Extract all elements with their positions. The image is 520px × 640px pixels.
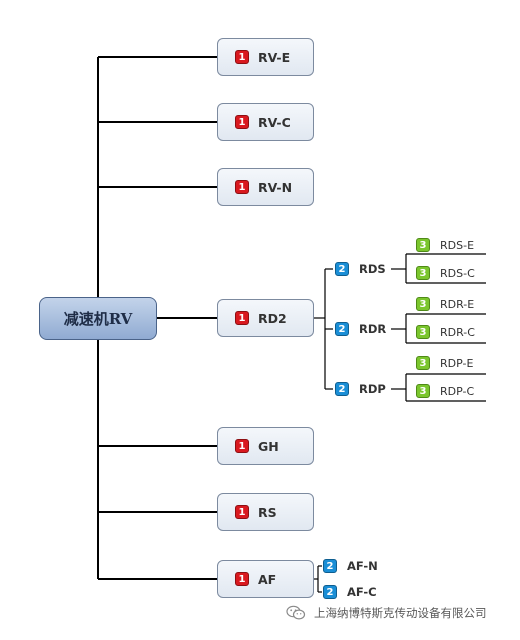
priority-1-icon: 1 xyxy=(235,572,249,586)
subtopic-af-c[interactable]: 2 AF-C xyxy=(323,582,377,602)
root-label: 减速机RV xyxy=(63,310,133,328)
priority-2-icon: 2 xyxy=(335,322,349,336)
topic-rv-e[interactable]: 1 RV-E xyxy=(217,38,314,76)
topic-label: GH xyxy=(258,438,279,454)
root-node[interactable]: 减速机RV xyxy=(39,297,157,340)
priority-3-icon: 3 xyxy=(416,266,430,280)
subtopic-label: RDP xyxy=(359,382,386,396)
leaf-label: RDS-E xyxy=(440,238,475,252)
priority-2-icon: 2 xyxy=(323,585,337,599)
topic-rv-n[interactable]: 1 RV-N xyxy=(217,168,314,206)
subtopic-rdp[interactable]: 2 RDP xyxy=(335,379,386,399)
priority-1-icon: 1 xyxy=(235,50,249,64)
topic-label: RV-C xyxy=(258,114,291,130)
leaf-rdp-c[interactable]: 3 RDP-C xyxy=(416,382,474,400)
priority-2-icon: 2 xyxy=(323,559,337,573)
subtopic-label: RDS xyxy=(359,262,386,276)
topic-rv-c[interactable]: 1 RV-C xyxy=(217,103,314,141)
leaf-rds-e[interactable]: 3 RDS-E xyxy=(416,236,474,254)
priority-2-icon: 2 xyxy=(335,382,349,396)
leaf-rds-c[interactable]: 3 RDS-C xyxy=(416,264,475,282)
topic-label: AF xyxy=(258,571,277,587)
wechat-icon xyxy=(286,605,306,620)
subtopic-rds[interactable]: 2 RDS xyxy=(335,259,386,279)
subtopic-af-n[interactable]: 2 AF-N xyxy=(323,556,378,576)
priority-1-icon: 1 xyxy=(235,311,249,325)
priority-3-icon: 3 xyxy=(416,325,430,339)
topic-label: RS xyxy=(258,504,277,520)
leaf-rdp-e[interactable]: 3 RDP-E xyxy=(416,354,473,372)
subtopic-label: AF-N xyxy=(347,559,378,573)
leaf-label: RDR-C xyxy=(440,325,475,339)
priority-3-icon: 3 xyxy=(416,356,430,370)
leaf-label: RDP-C xyxy=(440,384,475,398)
topic-label: RV-N xyxy=(258,179,293,195)
leaf-label: RDP-E xyxy=(440,356,474,370)
leaf-rdr-c[interactable]: 3 RDR-C xyxy=(416,323,475,341)
subtopic-label: AF-C xyxy=(347,585,377,599)
company-name: 上海纳博特斯克传动设备有限公司 xyxy=(314,606,487,620)
leaf-label: RDS-C xyxy=(440,266,475,280)
priority-1-icon: 1 xyxy=(235,505,249,519)
priority-3-icon: 3 xyxy=(416,238,430,252)
leaf-label: RDR-E xyxy=(440,297,475,311)
leaf-rdr-e[interactable]: 3 RDR-E xyxy=(416,295,474,313)
priority-1-icon: 1 xyxy=(235,439,249,453)
priority-1-icon: 1 xyxy=(235,180,249,194)
topic-af[interactable]: 1 AF xyxy=(217,560,314,598)
priority-3-icon: 3 xyxy=(416,384,430,398)
topic-label: RV-E xyxy=(258,49,291,65)
priority-1-icon: 1 xyxy=(235,115,249,129)
topic-gh[interactable]: 1 GH xyxy=(217,427,314,465)
topic-label: RD2 xyxy=(258,310,287,326)
watermark: 上海纳博特斯克传动设备有限公司 xyxy=(286,603,487,623)
priority-2-icon: 2 xyxy=(335,262,349,276)
priority-3-icon: 3 xyxy=(416,297,430,311)
topic-rd2[interactable]: 1 RD2 xyxy=(217,299,314,337)
subtopic-rdr[interactable]: 2 RDR xyxy=(335,319,386,339)
topic-rs[interactable]: 1 RS xyxy=(217,493,314,531)
subtopic-label: RDR xyxy=(359,322,387,336)
